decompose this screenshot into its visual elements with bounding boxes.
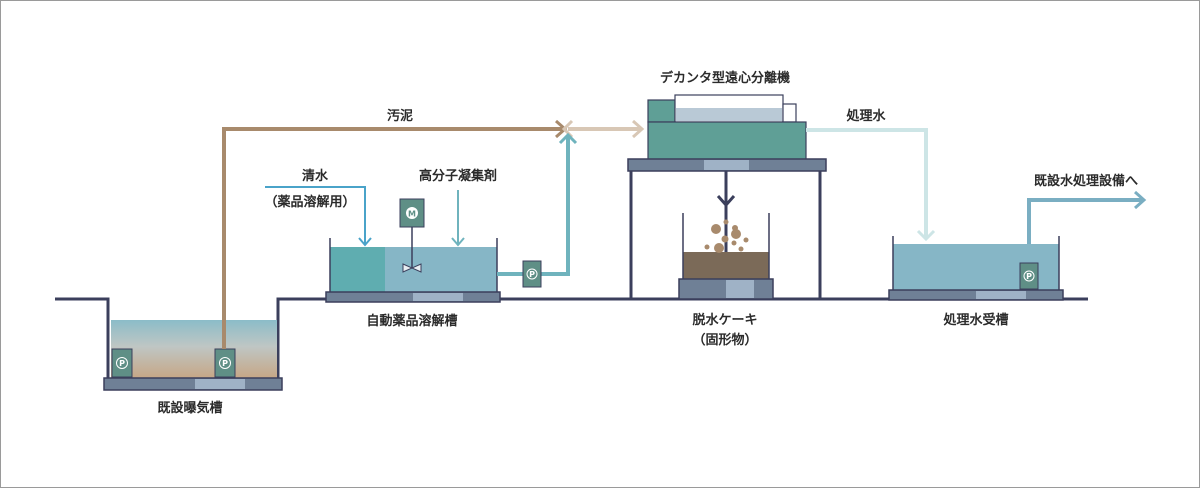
clean-water-label: 清水 (302, 168, 329, 184)
pump-icon: P (522, 260, 542, 288)
polymer-arrowhead (451, 237, 465, 247)
cake-note: （固形物） (692, 332, 757, 348)
clean-water-line (265, 186, 366, 245)
pump-icon: P (214, 348, 236, 378)
clean-water-arrowhead (358, 237, 372, 247)
svg-text:P: P (529, 270, 535, 279)
decanter-outlet (782, 103, 797, 123)
pump-icon: P (1019, 262, 1039, 290)
treated-water-line (806, 128, 928, 239)
treated-water-label: 処理水 (845, 108, 886, 124)
treated-water-tank: P (888, 236, 1064, 301)
ground-line (55, 297, 1088, 380)
treated-tank-walls (892, 236, 1060, 290)
treated-tank-base-highlight (976, 291, 1026, 299)
decanter-centrifuge (627, 94, 827, 299)
decanter-platform-highlight (704, 160, 749, 170)
treated-water-arrowhead (916, 229, 936, 242)
cake-container (678, 213, 774, 300)
svg-text:M: M (408, 210, 416, 219)
clean-water-note: （薬品溶解用） (264, 194, 355, 210)
cake-container-walls (682, 213, 770, 279)
svg-text:P: P (222, 359, 228, 368)
discharge-arrowhead (1134, 190, 1147, 210)
treated-water-tank-label: 処理水受槽 (942, 312, 1008, 328)
dissolving-water-left (330, 247, 385, 292)
dissolving-base-highlight (413, 293, 463, 301)
decanter-label: デカンタ型遠心分離機 (660, 70, 790, 86)
aeration-water (111, 320, 277, 379)
dissolving-water-right (385, 247, 497, 292)
aeration-base (103, 377, 283, 391)
discharge-line (1027, 198, 1144, 244)
cake-discharge-arrow (716, 171, 736, 208)
chemical-feed-line (497, 135, 570, 276)
pump-icon: P (111, 348, 133, 378)
cake-label: 脱水ケーキ (692, 312, 757, 328)
decanter-body (647, 121, 807, 161)
aeration-base-highlight (195, 379, 245, 389)
svg-text:P: P (119, 359, 125, 368)
dissolving-tank-walls (329, 238, 498, 292)
aeration-tank: P P (103, 320, 283, 391)
discharge-label: 既設水処理設備へ (1034, 173, 1138, 189)
sludge-label: 汚泥 (387, 108, 413, 124)
cake-solids (683, 252, 769, 279)
decanter-motor-housing (647, 99, 676, 123)
aeration-tank-label: 既設曝気槽 (157, 400, 222, 416)
dissolving-tank: M (325, 198, 501, 303)
dissolving-tank-label: 自動薬品溶解槽 (366, 313, 457, 329)
chemical-feed-arrowhead (558, 132, 578, 145)
decanter-cover-fill (676, 108, 782, 121)
svg-text:P: P (1026, 272, 1032, 281)
sludge-line (222, 127, 565, 349)
cake-base-highlight (726, 280, 754, 298)
motor-icon: M (399, 198, 425, 228)
mixer-impeller-icon (402, 263, 422, 273)
polymer-label: 高分子凝集剤 (419, 168, 497, 184)
cake-particles (704, 219, 749, 253)
